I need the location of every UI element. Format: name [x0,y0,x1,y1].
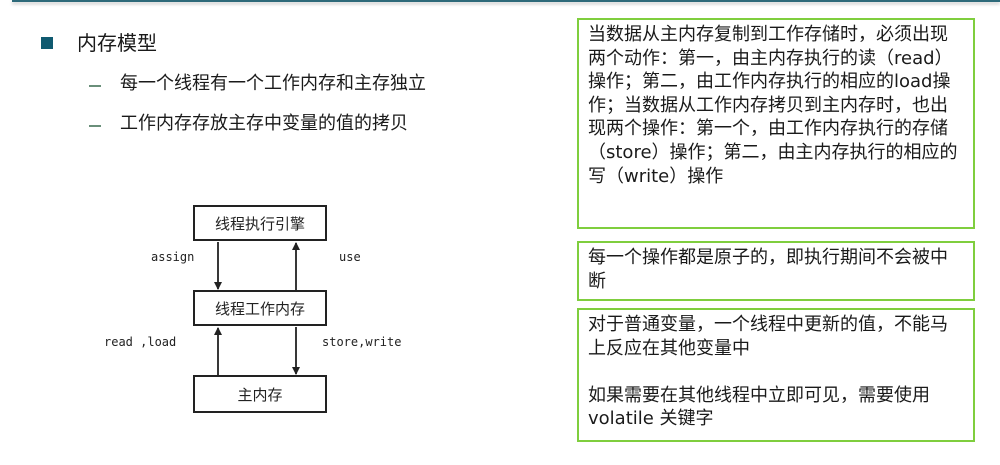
note-volatile: 对于普通变量，一个线程中更新的值，不能马上反应在其他变量中 如果需要在其他线程中… [577,308,975,442]
label-store-write: store,write [322,335,402,349]
paragraph-gap [588,360,965,384]
note-text: 如果需要在其他线程中立即可见，需要使用 volatile 关键字 [588,384,930,430]
label-read-load: read ,load [104,335,177,349]
arrow-up-icon [214,327,222,335]
arrow-down-icon [292,367,300,375]
sub-bullet-2: 工作内存存放主存中变量的值的拷贝 [120,113,408,134]
note-read-load-store-write: 当数据从主内存复制到工作存储时，必须出现两个动作：第一，由主内存执行的读（rea… [577,18,975,229]
note-text: 每一个操作都是原子的，即执行期间不会被中断 [588,247,948,292]
sub-bullet-1: 每一个线程有一个工作内存和主存独立 [120,73,426,94]
diagram-box-main-memory: 主内存 [193,375,327,413]
diagram-box-engine: 线程执行引擎 [193,205,327,241]
arrow-down-icon [214,282,222,290]
slide-top-rule [12,0,1000,2]
note-text: 当数据从主内存复制到工作存储时，必须出现两个动作：第一，由主内存执行的读（rea… [588,24,958,187]
square-bullet-icon [41,37,53,49]
note-atomic: 每一个操作都是原子的，即执行期间不会被中断 [577,241,975,301]
diagram-box-working-memory: 线程工作内存 [193,290,327,326]
slide-heading: 内存模型 [77,31,157,55]
label-assign: assign [151,250,195,264]
arrow-up-icon [292,242,300,250]
label-use: use [339,250,361,264]
dash-bullet-icon [89,125,101,127]
note-text: 对于普通变量，一个线程中更新的值，不能马上反应在其他变量中 [588,314,948,359]
dash-bullet-icon [89,85,101,87]
